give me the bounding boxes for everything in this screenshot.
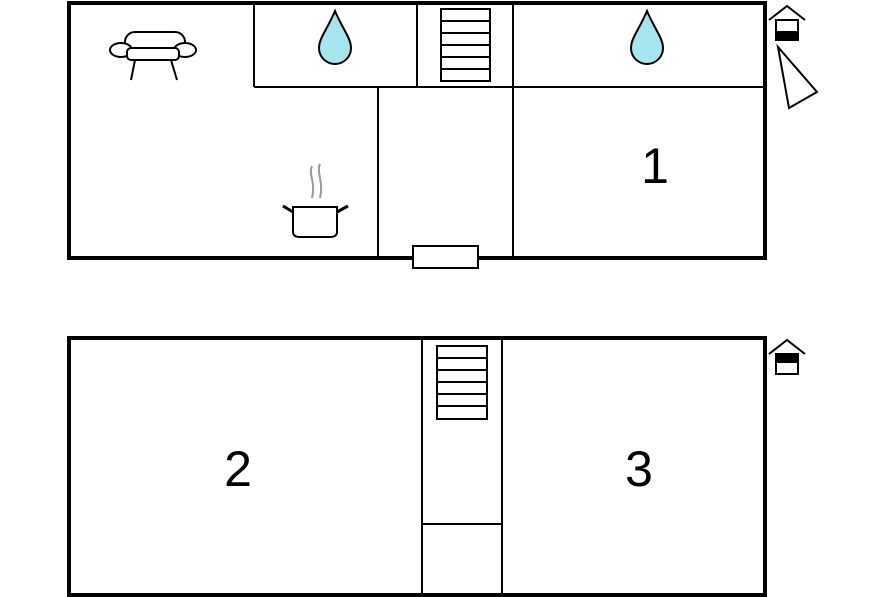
cooking-pot-icon: [282, 163, 349, 238]
lower-floor-outline: [67, 336, 767, 597]
room-label: 3: [625, 441, 653, 497]
upper-floor: 1: [67, 1, 819, 269]
compass-north-icon: [776, 43, 819, 110]
house-level-icon: [768, 4, 806, 41]
stairs-icon: [440, 8, 491, 82]
water-drop-icon: [317, 8, 353, 65]
sofa-icon: [109, 31, 197, 81]
entrance-door-icon: [412, 245, 479, 269]
stairs-icon: [436, 345, 488, 420]
house-level-icon: [768, 338, 806, 375]
room-label: 2: [224, 441, 252, 497]
water-drop-icon: [629, 8, 665, 65]
lower-floor: 2 3: [67, 336, 806, 597]
room-label: 1: [641, 138, 669, 194]
